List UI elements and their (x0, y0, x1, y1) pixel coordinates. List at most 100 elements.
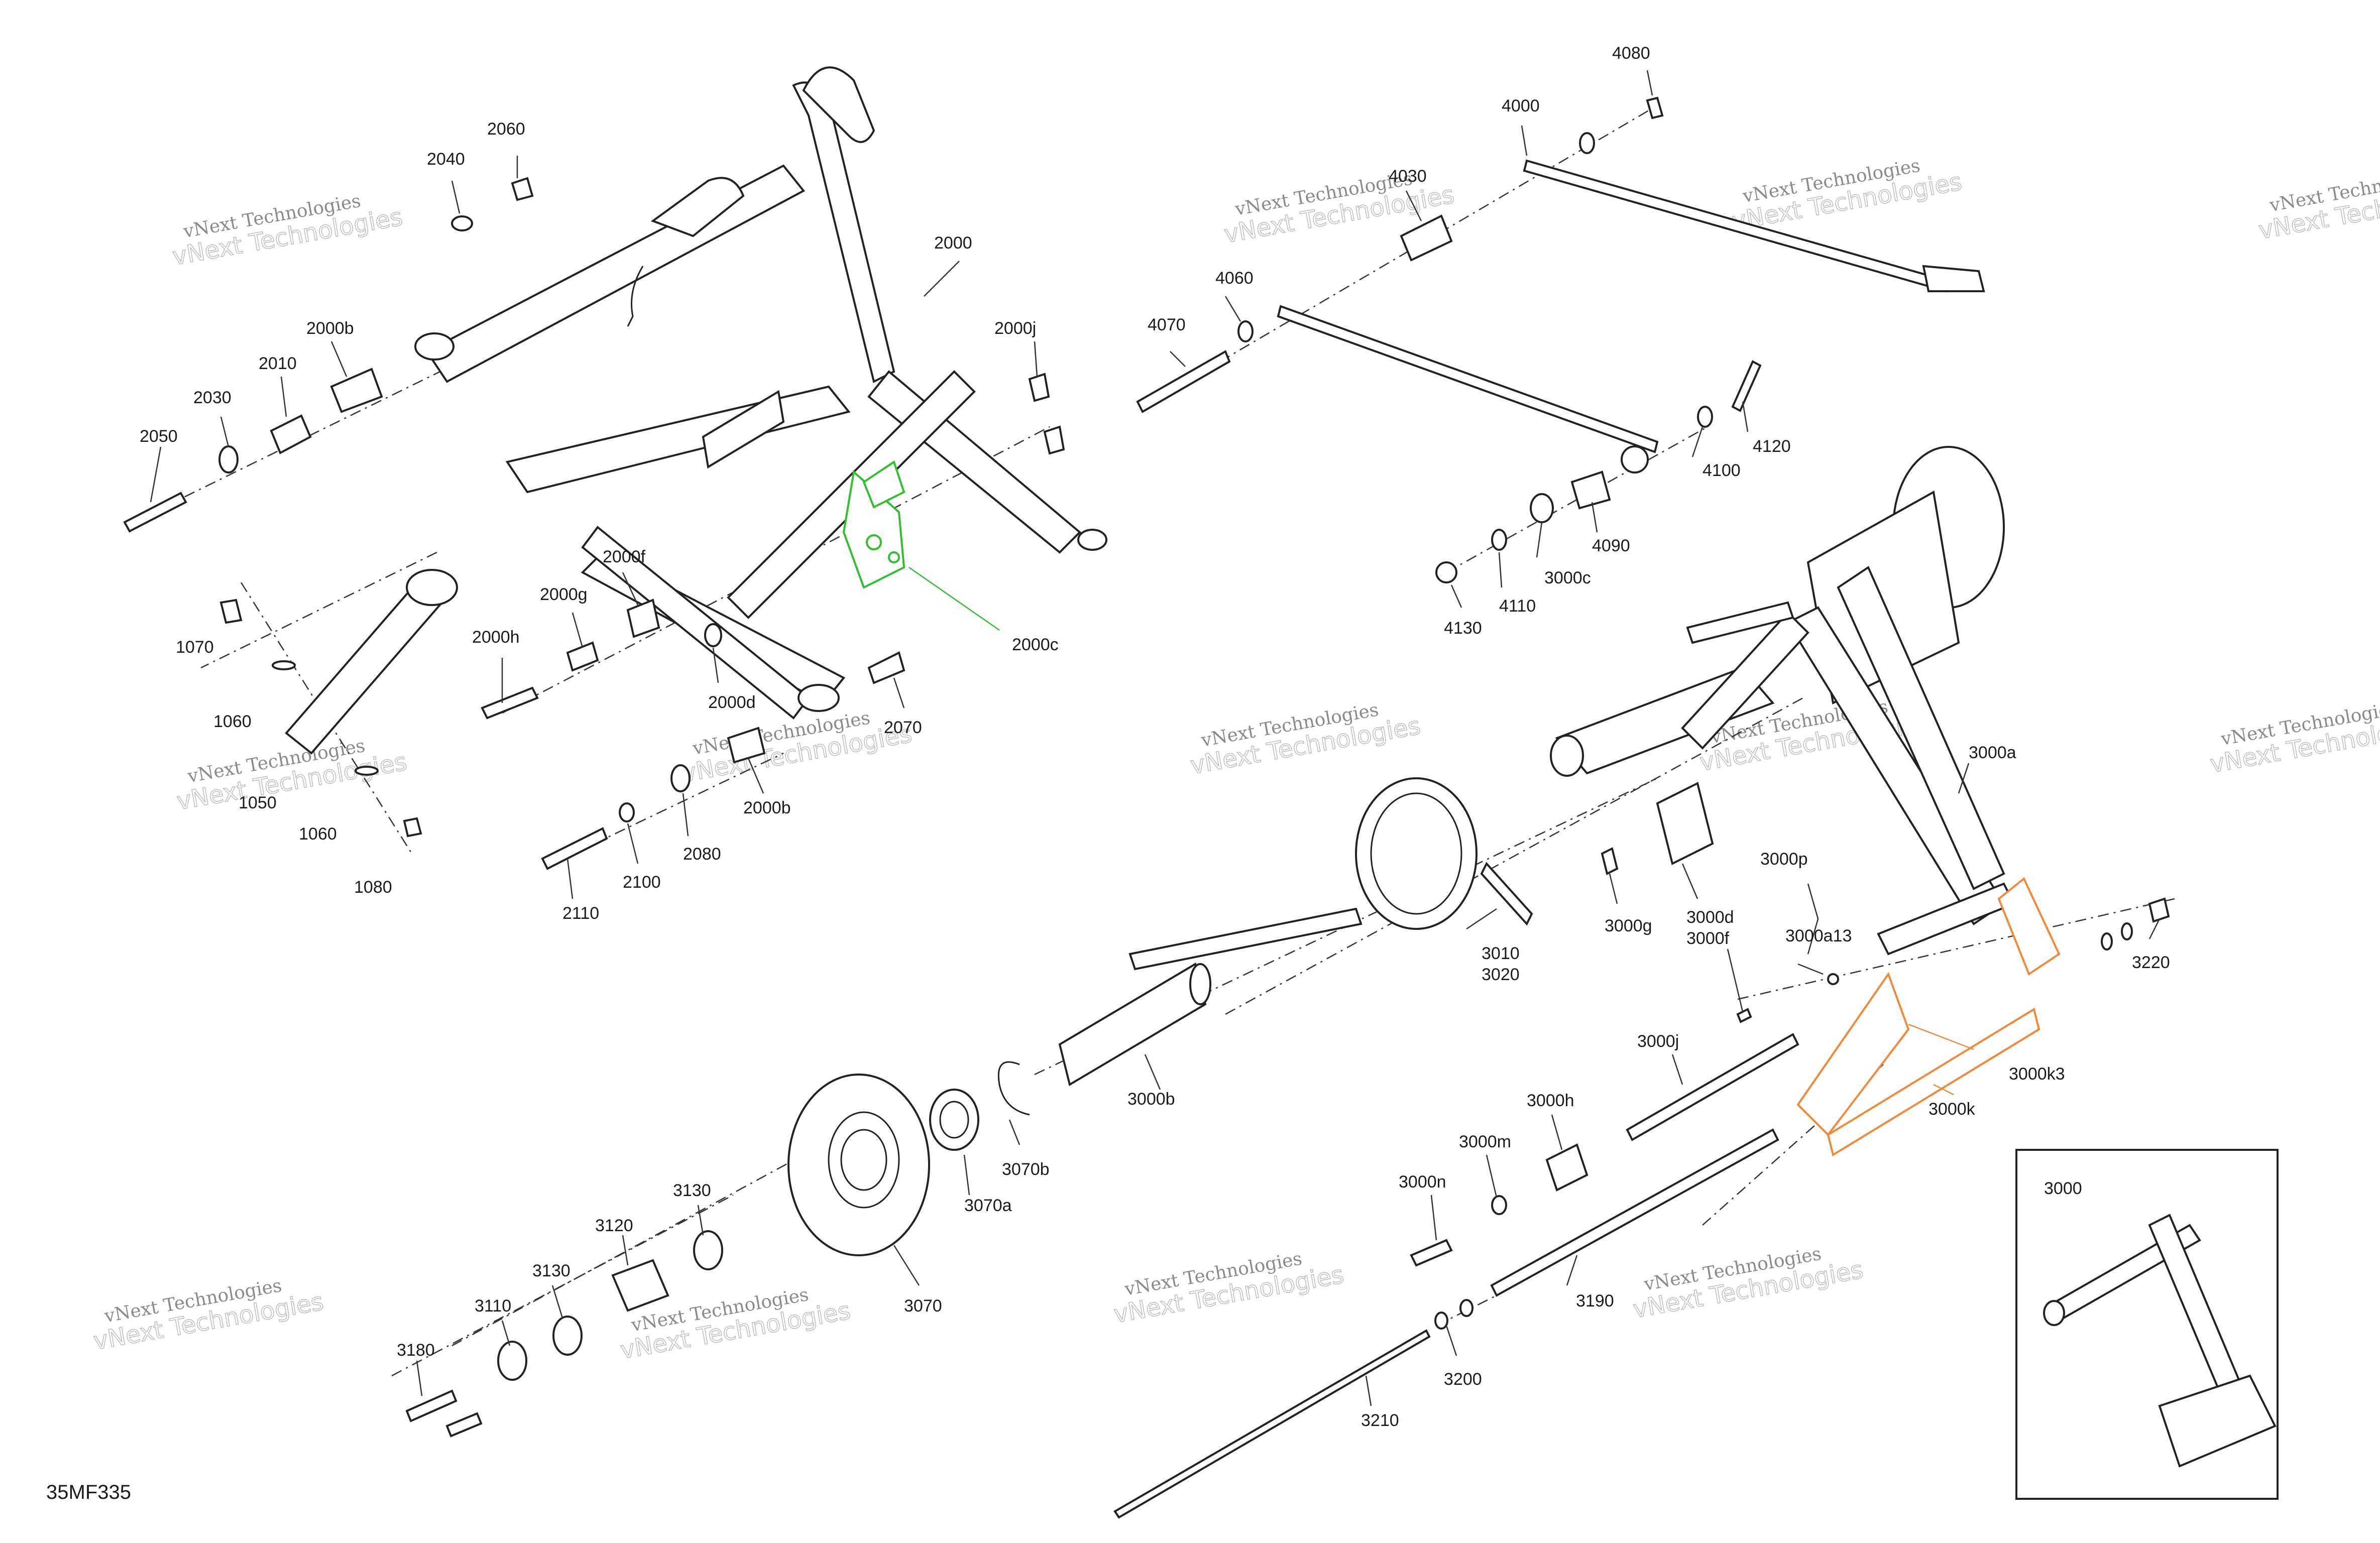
bolt-2110 (541, 827, 608, 870)
bolt-2000h (481, 686, 539, 720)
washer-4060 (1237, 320, 1254, 342)
callout-3000b: 3000b (1127, 1090, 1175, 1109)
ring-3110 (497, 1341, 527, 1381)
callout-3180: 3180 (397, 1341, 435, 1360)
bolt-2070 (867, 651, 905, 684)
nut-3220 (2148, 897, 2170, 923)
bolt-1070 (219, 599, 243, 624)
callout-1080: 1080 (354, 878, 392, 897)
leader-lines (150, 70, 2161, 1406)
fitting-3000p (1736, 1008, 1752, 1023)
callout-2000h: 2000h (472, 628, 520, 647)
callout-2040: 2040 (427, 150, 465, 169)
callout-3000n: 3000n (1399, 1172, 1446, 1192)
bolt-2050 (123, 492, 187, 533)
front-arm-2000 (414, 66, 1107, 720)
callout-3000d: 3000d (1686, 908, 1734, 927)
sleeve-2000f (626, 599, 660, 638)
callout-labels: 2060 2040 2000 2000b 2010 2030 2050 2000… (140, 44, 2170, 1430)
rod-4060 (1277, 305, 1659, 453)
sleeve-2000g (566, 641, 599, 672)
sleeve-4030 (1400, 214, 1453, 262)
block-3000d (1656, 782, 1714, 865)
pivot-tube-end (798, 684, 840, 712)
bracket-2000c (842, 460, 905, 589)
callout-3070a: 3070a (964, 1196, 1012, 1215)
callout-3000a13: 3000a13 (1785, 926, 1852, 945)
callout-2080: 2080 (683, 845, 721, 864)
callout-4130: 4130 (1444, 619, 1482, 638)
callout-3020: 3020 (1482, 965, 1520, 984)
callout-4030: 4030 (1389, 167, 1427, 186)
callout-1060-b: 1060 (299, 824, 337, 844)
washer-2100 (619, 802, 635, 822)
hardware-2000 (123, 177, 1065, 870)
callout-3000k: 3000k (1929, 1100, 1976, 1119)
washer-3200-a (1434, 1312, 1448, 1330)
callout-2060: 2060 (487, 120, 525, 139)
callout-4110: 4110 (1499, 597, 1536, 616)
pivot-tube-end (414, 332, 455, 361)
nut-4080 (1646, 96, 1664, 120)
callout-3000j: 3000j (1637, 1032, 1679, 1051)
bushing-3000c (1530, 493, 1554, 523)
callout-3010: 3010 (1482, 944, 1520, 963)
ring-3130-b (552, 1316, 583, 1356)
nut-2060 (511, 177, 534, 201)
callout-2070: 2070 (884, 718, 922, 737)
pin-3000j (1626, 1033, 1799, 1141)
shaft-lower (1877, 882, 2015, 956)
callout-1070: 1070 (176, 638, 214, 657)
bushing-2010 (270, 414, 312, 454)
callout-3070: 3070 (904, 1296, 942, 1316)
washer-3200-b (1459, 1299, 1474, 1317)
callout-3000h: 3000h (1527, 1091, 1574, 1110)
callout-2000b-lower: 2000b (743, 798, 791, 817)
callout-2050: 2050 (140, 427, 178, 446)
washer-3220-a (2101, 932, 2113, 951)
rear-arm-3000 (1550, 446, 2015, 956)
bolt-4070 (1136, 350, 1231, 413)
callout-4100: 4100 (1703, 461, 1741, 480)
wheel-3070-group (405, 1061, 1030, 1438)
callout-4000: 4000 (1502, 96, 1540, 115)
callout-3000a: 3000a (1969, 743, 2016, 762)
rod-3210 (1113, 1329, 1431, 1519)
cap-2000j (1028, 373, 1050, 402)
inset-assembly-view: 3000 (2015, 1149, 2279, 1500)
callout-3210: 3210 (1361, 1411, 1399, 1430)
bushing-2000b (330, 368, 383, 413)
callout-2000g: 2000g (540, 585, 588, 604)
callout-4090: 4090 (1592, 536, 1630, 555)
callout-2010: 2010 (259, 354, 297, 373)
bushing-2000d (704, 623, 722, 647)
nut-3000a13 (1827, 973, 1839, 985)
bolt-3180-b (445, 1412, 483, 1438)
callout-4060: 4060 (1215, 269, 1254, 288)
bolt-4120 (1731, 360, 1762, 412)
callout-2000c: 2000c (1012, 635, 1059, 654)
callout-3000k3: 3000k3 (2009, 1064, 2065, 1084)
callout-3000m: 3000m (1459, 1132, 1511, 1151)
washer-4000 (1579, 132, 1595, 154)
bracket-3000k (1796, 877, 2061, 1157)
callout-4070: 4070 (1148, 315, 1186, 334)
callout-2000b: 2000b (306, 319, 354, 338)
callout-2100: 2100 (623, 873, 661, 892)
block-3120 (611, 1259, 669, 1312)
bolt-3180 (405, 1389, 458, 1422)
pivot-tube-end (1077, 529, 1107, 551)
washer-2040 (451, 215, 473, 231)
diagram-code: 35MF335 (46, 1481, 131, 1503)
washer-2030 (218, 445, 239, 473)
callout-2030: 2030 (193, 388, 232, 407)
callout-2000: 2000 (934, 233, 972, 253)
clip-3000g (1601, 847, 1619, 875)
callout-2000f: 2000f (603, 547, 646, 566)
rod-end (1922, 265, 1985, 292)
callout-1050: 1050 (239, 793, 277, 812)
callout-3000f: 3000f (1686, 929, 1730, 948)
washer-3220-b (2121, 922, 2133, 940)
callout-3070b: 3070b (1002, 1160, 1050, 1179)
callout-1060: 1060 (213, 712, 252, 731)
